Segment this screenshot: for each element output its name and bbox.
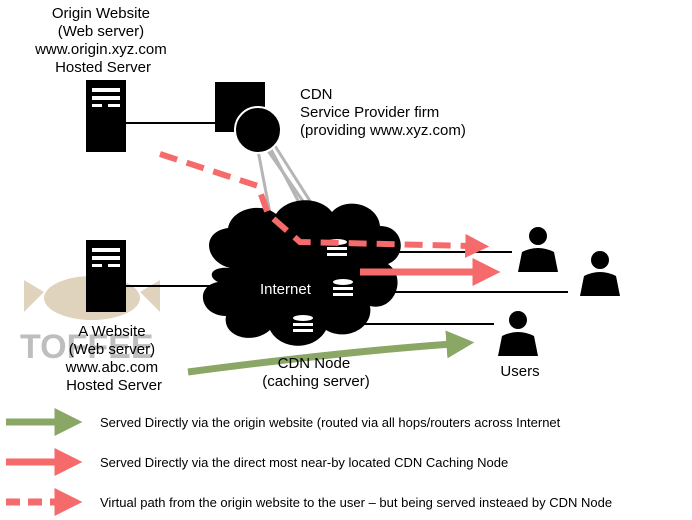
legend-item-dashed: Virtual path from the origin website to … [6,488,612,516]
internet-label: Internet [260,281,312,298]
cdn-provider-label: CDN Service Provider firm (providing www… [300,86,466,139]
internet-cloud: Internet [202,200,401,346]
cdn-provider-icon [215,82,282,154]
cache-node-icon [288,312,318,340]
origin-label: Origin Website (Web server) www.origin.x… [34,5,171,76]
legend-item-red: Served Directly via the direct most near… [6,448,508,476]
legend-text: Served Directly via the origin website (… [100,415,561,430]
user-icon [580,251,620,296]
legend: Served Directly via the origin website (… [6,408,612,516]
user-icon [518,227,558,272]
awebsite-server-icon [86,240,126,312]
legend-text: Served Directly via the direct most near… [100,455,508,470]
cache-node-icon [328,276,358,304]
legend-item-green: Served Directly via the origin website (… [6,408,561,436]
origin-server-icon [86,80,126,152]
legend-text: Virtual path from the origin website to … [100,495,612,510]
awebsite-label: A Website (Web server) www.abc.com Hoste… [65,323,163,394]
cdn-node-label: CDN Node (caching server) [262,355,370,390]
virtual-path-arrow [159,151,490,258]
user-icon [498,311,538,356]
origin-direct-arrow [187,330,475,376]
watermark-text: TOFFEE [20,328,154,366]
users-label: Users [500,363,539,380]
